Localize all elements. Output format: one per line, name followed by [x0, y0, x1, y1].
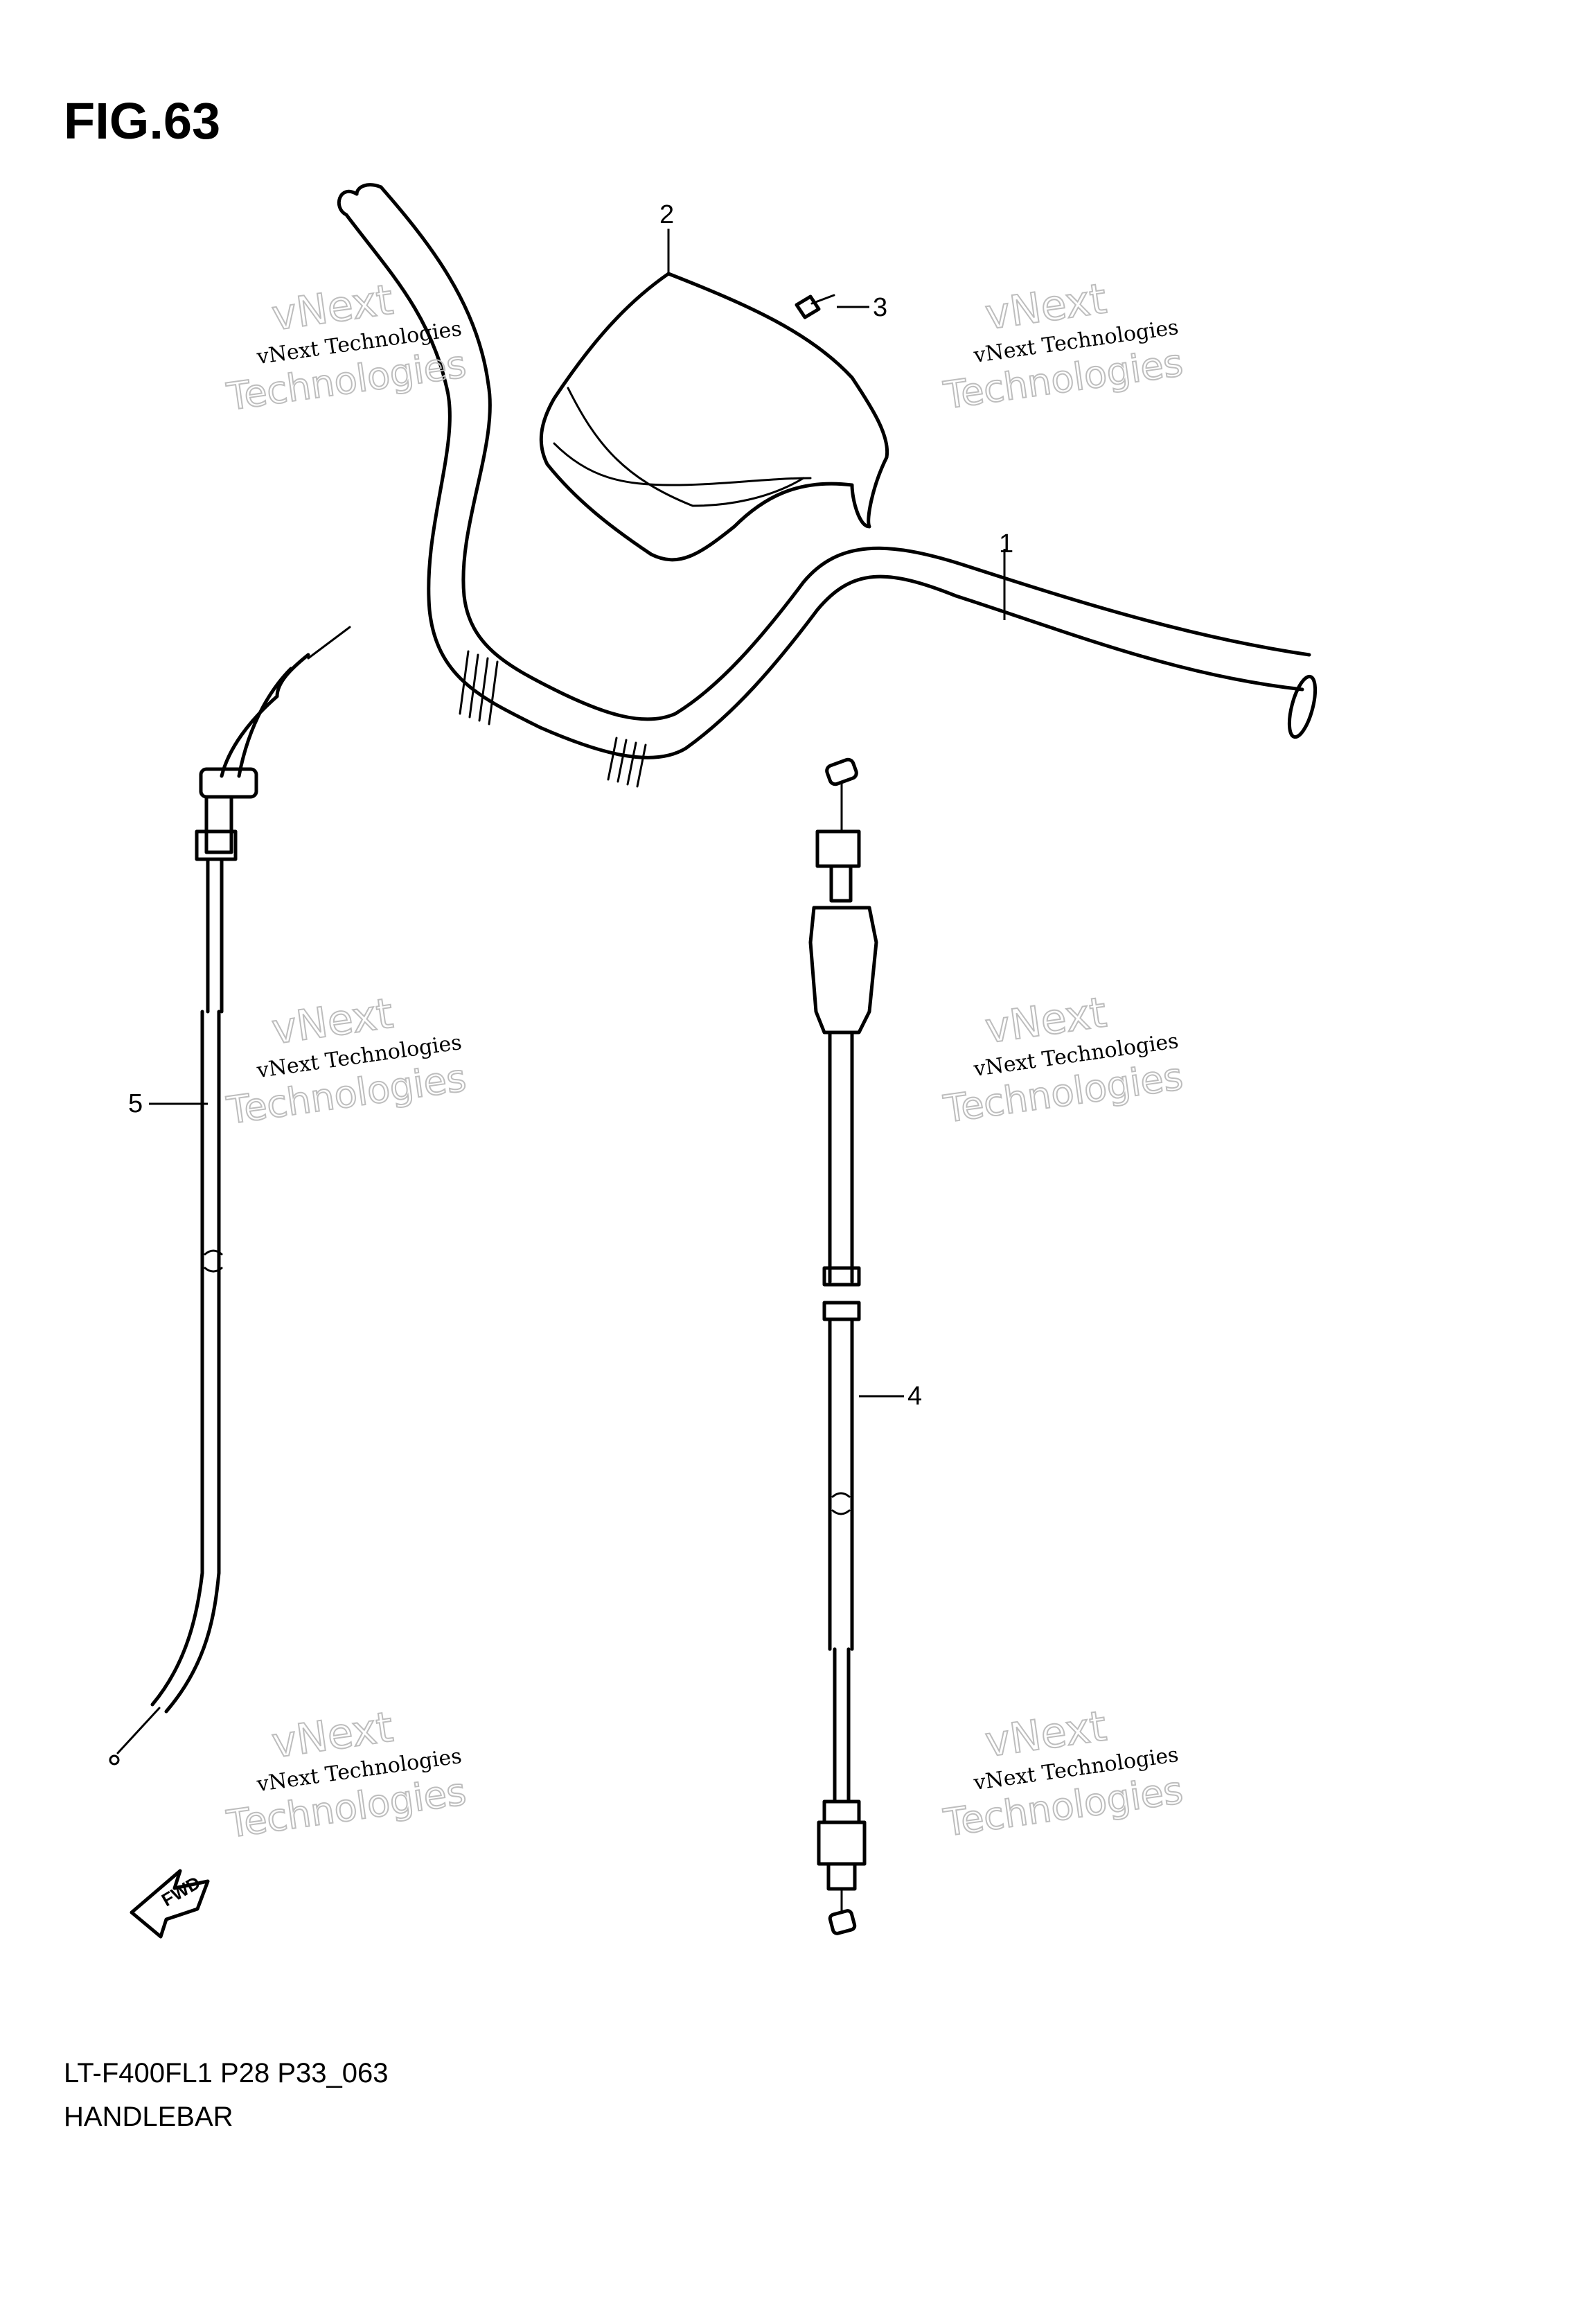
- part-3-bolt[interactable]: [795, 294, 835, 319]
- part-5-throttle-cable[interactable]: [109, 626, 351, 1766]
- fwd-label: FWD: [158, 1872, 204, 1911]
- callout-4: 4: [907, 1382, 922, 1411]
- watermark-top-right: vNext vNext Technologies Technologies: [940, 274, 1186, 418]
- part-2-handlebar-cover[interactable]: [539, 272, 889, 562]
- figure-title: FIG.63: [64, 92, 220, 150]
- watermark-bottom-left: vNext vNext Technologies Technologies: [223, 1702, 469, 1847]
- part-1-handlebar[interactable]: [337, 183, 1320, 788]
- watermark-top-left: vNext vNext Technologies Technologies: [223, 275, 469, 420]
- fwd-arrow-icon: FWD: [130, 1869, 210, 1939]
- callout-1: 1: [999, 529, 1013, 558]
- callout-2: 2: [659, 200, 674, 229]
- callout-5: 5: [128, 1089, 143, 1118]
- watermark-mid-left: vNext vNext Technologies Technologies: [223, 989, 469, 1134]
- part-4-cable[interactable]: [808, 757, 878, 1935]
- watermark-bottom-right: vNext vNext Technologies Technologies: [940, 1701, 1186, 1845]
- figure-code: LT-F400FL1 P28 P33_063: [64, 2058, 388, 2088]
- figure-name: HANDLEBAR: [64, 2102, 233, 2132]
- callout-3: 3: [873, 293, 887, 322]
- watermark-mid-right: vNext vNext Technologies Technologies: [940, 987, 1186, 1132]
